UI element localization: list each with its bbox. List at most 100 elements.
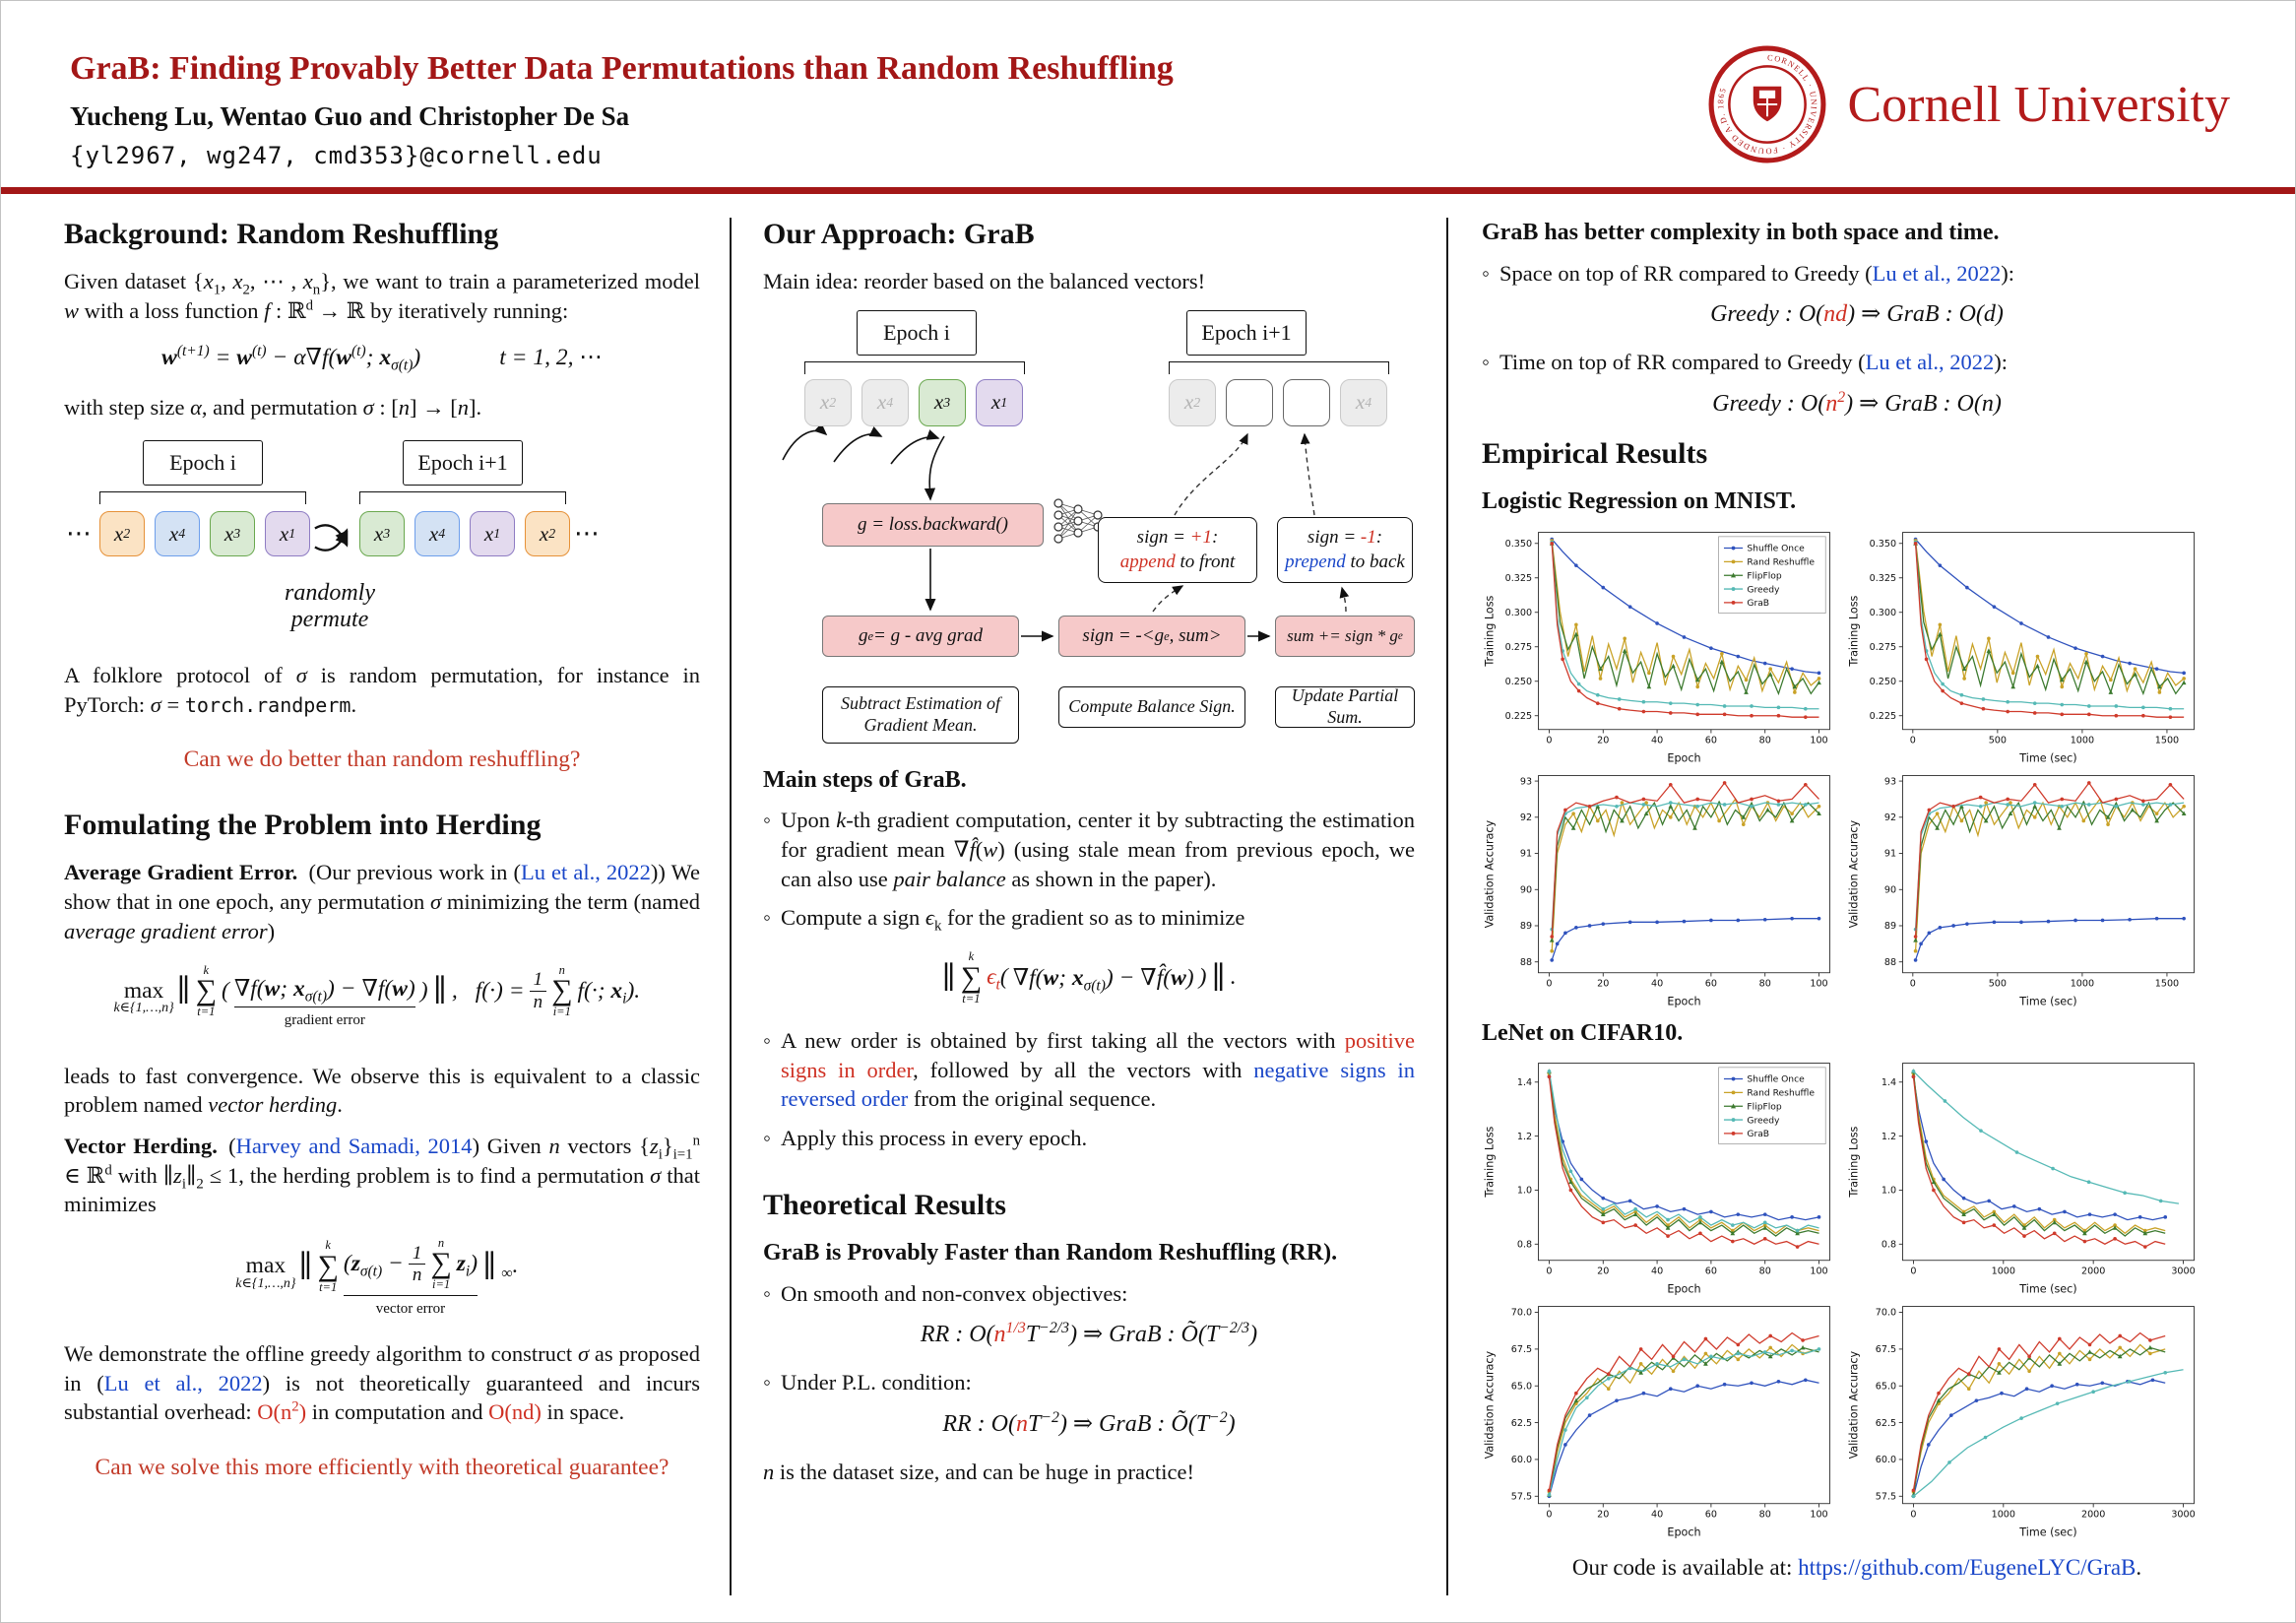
sign-negative-line1: sign = -1: bbox=[1307, 526, 1383, 548]
svg-text:100: 100 bbox=[1810, 1510, 1827, 1521]
flow-bracket-i bbox=[804, 360, 1025, 374]
svg-text:62.5: 62.5 bbox=[1511, 1418, 1532, 1429]
svg-text:Epoch: Epoch bbox=[1667, 751, 1700, 764]
step-every-epoch: ◦ Apply this process in every epoch. bbox=[763, 1124, 1415, 1153]
empty-slot-box bbox=[1283, 378, 1330, 426]
svg-text:1.4: 1.4 bbox=[1881, 1077, 1896, 1088]
svg-text:Epoch: Epoch bbox=[1667, 1526, 1700, 1539]
svg-text:0: 0 bbox=[1546, 735, 1552, 746]
step-new-order: ◦ A new order is obtained by first takin… bbox=[763, 1026, 1415, 1114]
svg-text:1000: 1000 bbox=[1992, 1266, 2015, 1277]
step-new-order-text: A new order is obtained by first taking … bbox=[780, 1028, 1415, 1112]
bullet-icon: ◦ bbox=[763, 1280, 771, 1306]
svg-text:20: 20 bbox=[1597, 1266, 1609, 1277]
svg-text:57.5: 57.5 bbox=[1876, 1492, 1896, 1503]
folklore-paragraph: A folklore protocol of σ is random permu… bbox=[64, 663, 700, 717]
svg-text:Validation Accuracy: Validation Accuracy bbox=[1484, 819, 1497, 928]
svg-text:91: 91 bbox=[1884, 848, 1896, 859]
svg-text:1000: 1000 bbox=[2071, 978, 2094, 989]
poster-authors: Yucheng Lu, Wentao Guo and Christopher D… bbox=[70, 101, 630, 131]
svg-text:0: 0 bbox=[1546, 978, 1552, 989]
code-availability: Our code is available at: https://github… bbox=[1482, 1553, 2232, 1583]
svg-text:1500: 1500 bbox=[2155, 978, 2179, 989]
left-column: Background: Random Reshuffling Given dat… bbox=[64, 218, 730, 1595]
svg-text:60.0: 60.0 bbox=[1511, 1456, 1532, 1466]
complexity-space-text: Space on top of RR compared to Greedy (L… bbox=[1499, 260, 2014, 286]
svg-text:1.0: 1.0 bbox=[1881, 1186, 1896, 1197]
svg-text:0.225: 0.225 bbox=[1505, 711, 1532, 722]
svg-text:Time (sec): Time (sec) bbox=[2018, 1526, 2076, 1539]
svg-text:0.275: 0.275 bbox=[1870, 642, 1896, 653]
convergence-paragraph: leads to fast convergence. We observe th… bbox=[64, 1063, 700, 1118]
svg-text:80: 80 bbox=[1759, 1266, 1771, 1277]
svg-text:Rand Reshuffle: Rand Reshuffle bbox=[1747, 1089, 1815, 1099]
svg-text:Rand Reshuffle: Rand Reshuffle bbox=[1747, 557, 1815, 567]
svg-text:100: 100 bbox=[1810, 735, 1827, 746]
svg-text:93: 93 bbox=[1884, 776, 1896, 787]
epoch-i1-label: Epoch i+1 bbox=[403, 440, 523, 487]
mnist-block-title: Logistic Regression on MNIST. bbox=[1482, 488, 1797, 515]
section-approach-title: Our Approach: GraB bbox=[763, 218, 1035, 250]
question-better-than-rr: Can we do better than random reshuffling… bbox=[183, 747, 581, 773]
svg-text:65.0: 65.0 bbox=[1511, 1382, 1532, 1393]
neural-net-icon bbox=[1053, 498, 1103, 544]
complexity-time-text: Time on top of RR compared to Greedy (Lu… bbox=[1499, 350, 2008, 375]
avg-gradient-error-text: (Our previous work in (Lu et al., 2022))… bbox=[64, 860, 700, 943]
svg-text:0.8: 0.8 bbox=[1881, 1240, 1896, 1251]
svg-text:Training Loss: Training Loss bbox=[1848, 1127, 1861, 1199]
bullet-icon: ◦ bbox=[763, 1028, 771, 1054]
equation-rr-nonconvex: RR : O(n1/3T−2/3) ⇒ GraB : Õ(T−2/3) bbox=[920, 1320, 1258, 1348]
svg-text:89: 89 bbox=[1520, 921, 1532, 932]
svg-text:0.325: 0.325 bbox=[1505, 573, 1532, 584]
svg-text:100: 100 bbox=[1810, 1266, 1827, 1277]
svg-text:67.5: 67.5 bbox=[1876, 1344, 1896, 1355]
svg-text:Training Loss: Training Loss bbox=[1484, 595, 1497, 667]
svg-text:3000: 3000 bbox=[2171, 1510, 2195, 1521]
epoch-i-bracket bbox=[99, 491, 306, 505]
theory-pl-bullet: ◦ Under P.L. condition: bbox=[763, 1368, 1415, 1397]
step-compute-sign-text: Compute a sign ϵk for the gradient so as… bbox=[780, 905, 1245, 935]
svg-text:0: 0 bbox=[1910, 1266, 1916, 1277]
caption-subtract-mean: Subtract Estimation of Gradient Mean. bbox=[822, 685, 1019, 744]
svg-text:Shuffle Once: Shuffle Once bbox=[1747, 1075, 1805, 1085]
theory-lead: GraB is Provably Faster than Random Resh… bbox=[763, 1239, 1338, 1266]
sign-negative-line2: prepend to back bbox=[1285, 552, 1405, 573]
svg-text:2000: 2000 bbox=[2081, 1510, 2105, 1521]
svg-text:40: 40 bbox=[1651, 735, 1663, 746]
svg-text:FlipFlop: FlipFlop bbox=[1747, 1103, 1782, 1113]
page-title: GraB: Finding Provably Better Data Permu… bbox=[70, 50, 1174, 87]
svg-text:60: 60 bbox=[1705, 1266, 1717, 1277]
svg-text:70.0: 70.0 bbox=[1876, 1308, 1896, 1319]
step-compute-sign: ◦ Compute a sign ϵk for the gradient so … bbox=[763, 903, 1415, 935]
github-link[interactable]: https://github.com/EugeneLYC/GraB bbox=[1798, 1555, 2137, 1581]
svg-text:90: 90 bbox=[1884, 884, 1896, 895]
svg-text:20: 20 bbox=[1597, 735, 1609, 746]
svg-text:GraB: GraB bbox=[1747, 599, 1769, 609]
svg-text:1000: 1000 bbox=[2071, 735, 2094, 746]
svg-text:80: 80 bbox=[1759, 978, 1771, 989]
svg-text:Training Loss: Training Loss bbox=[1484, 1127, 1497, 1199]
section-herding-title: Fomulating the Problem into Herding bbox=[64, 809, 542, 842]
greedy-overhead-paragraph: We demonstrate the offline greedy algori… bbox=[64, 1340, 700, 1425]
code-availability-text: Our code is available at: bbox=[1571, 1555, 1799, 1581]
svg-text:0.275: 0.275 bbox=[1505, 642, 1532, 653]
section-theory-title: Theoretical Results bbox=[763, 1188, 1006, 1221]
svg-text:Validation Accuracy: Validation Accuracy bbox=[1848, 819, 1861, 928]
svg-text:1.2: 1.2 bbox=[1517, 1132, 1532, 1142]
svg-text:40: 40 bbox=[1651, 978, 1663, 989]
ellipsis-left: ⋯ bbox=[66, 519, 92, 549]
